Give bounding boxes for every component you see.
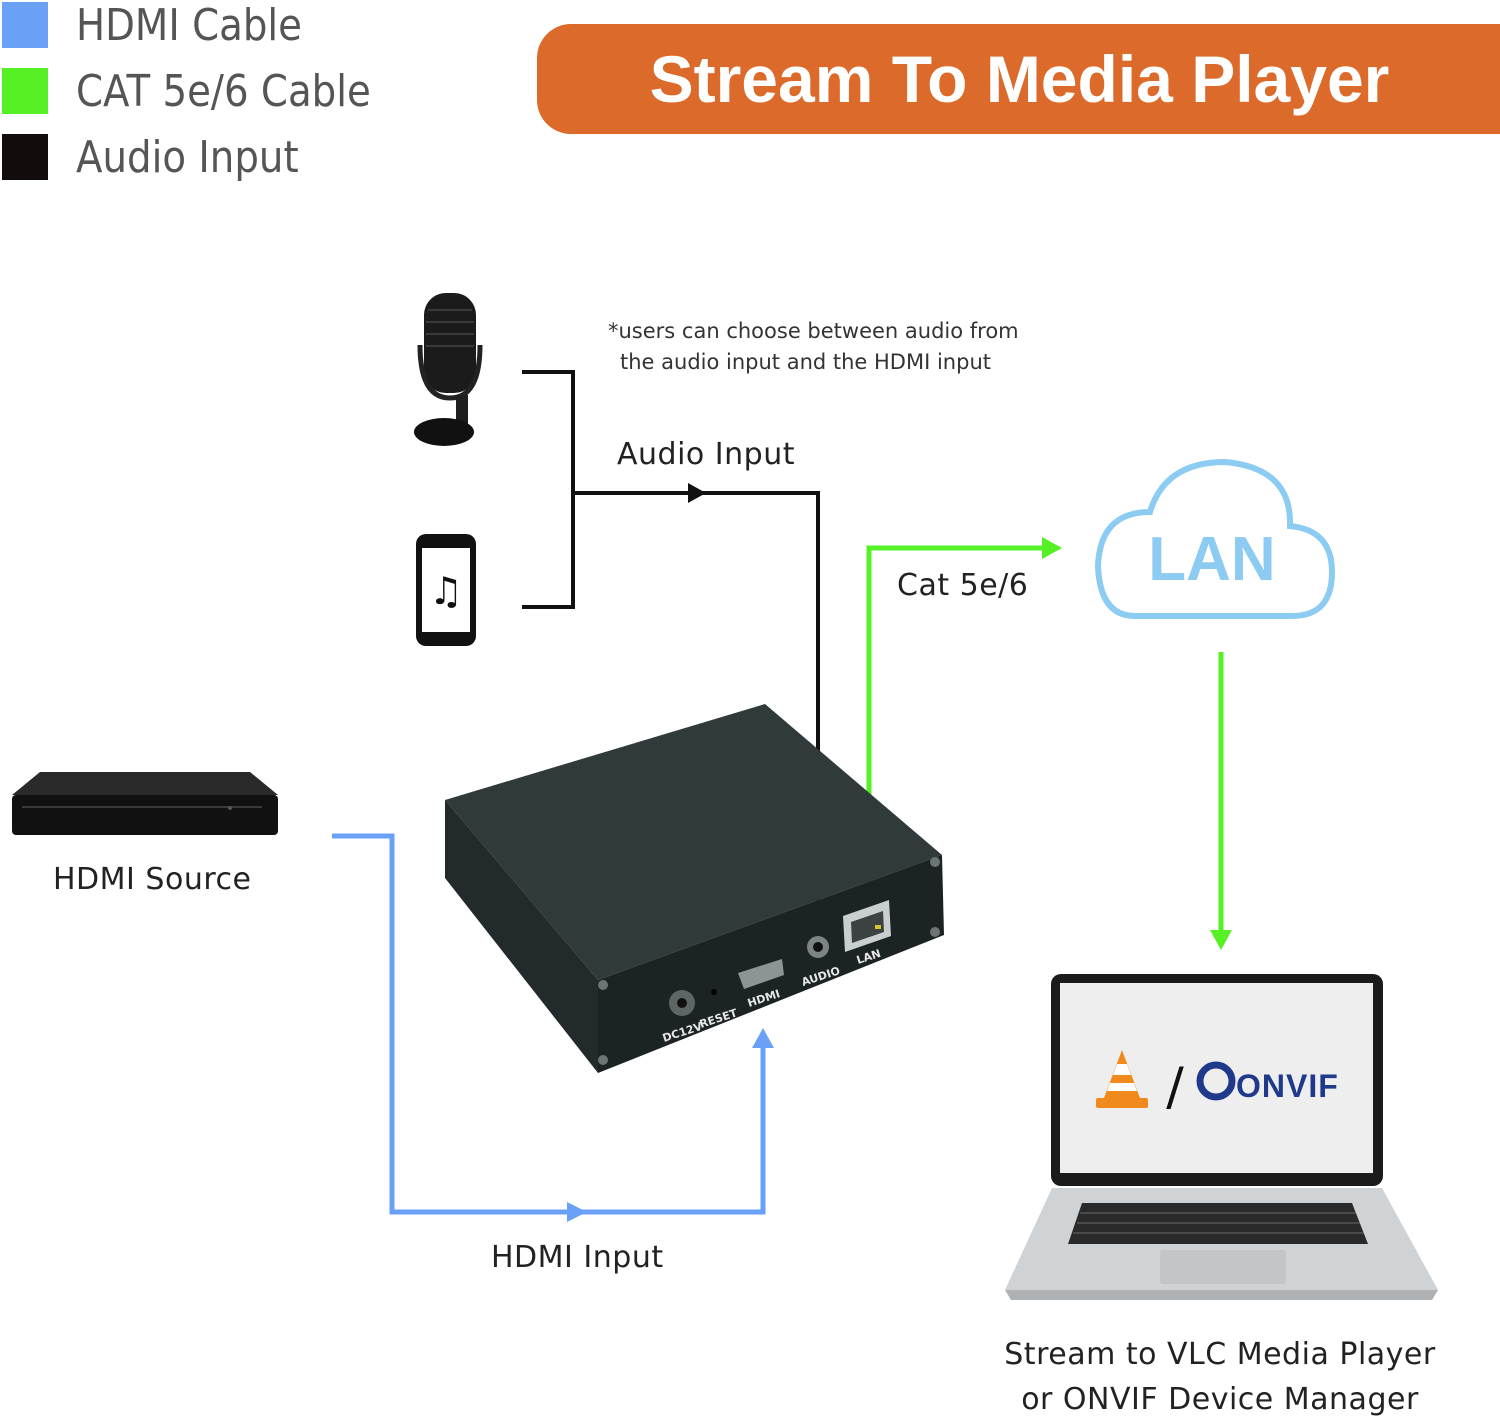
- hdmi-arrow-mid: [567, 1202, 587, 1222]
- audio-note-line1: *users can choose between audio from: [608, 319, 1019, 343]
- lan-cloud-icon: LAN: [1094, 458, 1336, 619]
- microphone-icon: [414, 293, 483, 446]
- cat-arrow-down: [1210, 930, 1232, 950]
- phone-icon: ♫: [416, 534, 476, 646]
- audio-input-label: Audio Input: [617, 437, 795, 472]
- reset-hole: [711, 989, 717, 995]
- audio-note: *users can choose between audio from the…: [608, 316, 1019, 378]
- laptop: / ONVIF: [1005, 974, 1438, 1300]
- legend-label-cat: CAT 5e/6 Cable: [76, 66, 371, 117]
- caption-line1: Stream to VLC Media Player: [1004, 1337, 1436, 1372]
- vlc-icon: [1096, 1050, 1148, 1108]
- hdmi-input-label: HDMI Input: [491, 1240, 664, 1275]
- audio-arrow-mid: [688, 483, 706, 503]
- trackpad: [1160, 1250, 1286, 1284]
- page-title: Stream To Media Player: [649, 42, 1390, 116]
- hdmi-arrow-up: [752, 1028, 774, 1048]
- audio-note-line2: the audio input and the HDMI input: [620, 350, 991, 374]
- cat-label: Cat 5e/6: [897, 568, 1029, 603]
- legend-label-audio: Audio Input: [76, 132, 299, 183]
- hdmi-cable: [332, 833, 766, 1215]
- legend-swatch-hdmi: [2, 2, 48, 48]
- onvif-logo: ONVIF: [1196, 1061, 1339, 1104]
- cloud-label: LAN: [1148, 525, 1275, 594]
- laptop-caption: Stream to VLC Media Player or ONVIF Devi…: [990, 1332, 1450, 1422]
- hdmi-source-device: [12, 772, 278, 835]
- legend-swatch-cat: [2, 68, 48, 114]
- music-note-icon: ♫: [429, 569, 463, 613]
- screen-separator: /: [1166, 1057, 1184, 1117]
- hdmi-source-label: HDMI Source: [53, 862, 252, 897]
- cat-cable: [866, 545, 1224, 935]
- title-banner: Stream To Media Player: [537, 24, 1500, 134]
- caption-line2: or ONVIF Device Manager: [1021, 1382, 1419, 1417]
- cat-arrow-right: [1042, 537, 1062, 559]
- hdmi-port: [738, 959, 784, 989]
- onvif-text: ONVIF: [1236, 1068, 1339, 1104]
- legend-swatch-audio: [2, 134, 48, 180]
- legend-label-hdmi: HDMI Cable: [76, 0, 302, 51]
